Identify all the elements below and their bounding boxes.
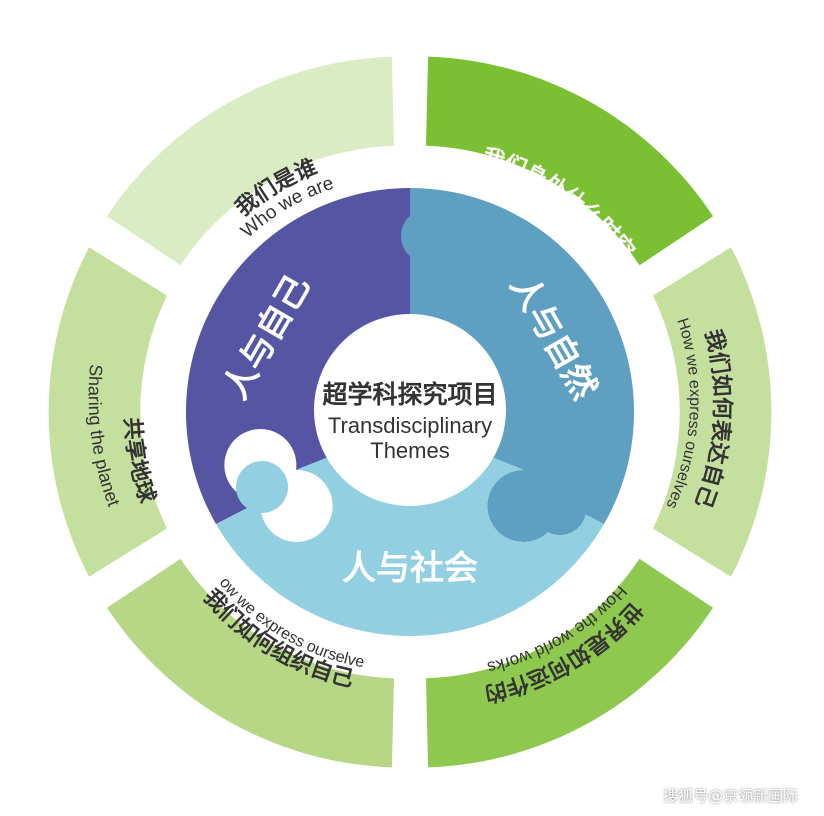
puzzle-knob-top (401, 209, 455, 263)
center-circle (314, 314, 506, 506)
center-title-zh: 超学科探究项目 (322, 380, 497, 409)
center-text: 超学科探究项目 Transdisciplinary Themes (322, 380, 497, 463)
core-segment-society[interactable] (216, 452, 604, 637)
theme-segment-organize-ourselves[interactable] (107, 558, 394, 768)
outer-ring (48, 56, 772, 768)
core-label-society: 人与社会 (342, 549, 478, 589)
theme-segment-express-ourselves[interactable] (653, 247, 772, 577)
puzzle-knob-left (236, 461, 288, 513)
watermark: 搜狐号@京领新国际 (662, 787, 798, 805)
theme-segment-world-works[interactable] (426, 558, 713, 768)
puzzle-knob-right (534, 483, 586, 535)
center-title-en-line1: Transdisciplinary (328, 413, 492, 438)
theme-segment-place-and-time[interactable] (426, 56, 713, 266)
core-segment-self[interactable] (185, 188, 410, 524)
core-ring (185, 188, 635, 637)
theme-segment-sharing-planet[interactable] (48, 247, 168, 577)
theme-segment-who-we-are[interactable] (107, 56, 394, 266)
center-title-en-line2: Themes (370, 438, 449, 463)
core-segment-nature[interactable] (410, 188, 635, 542)
